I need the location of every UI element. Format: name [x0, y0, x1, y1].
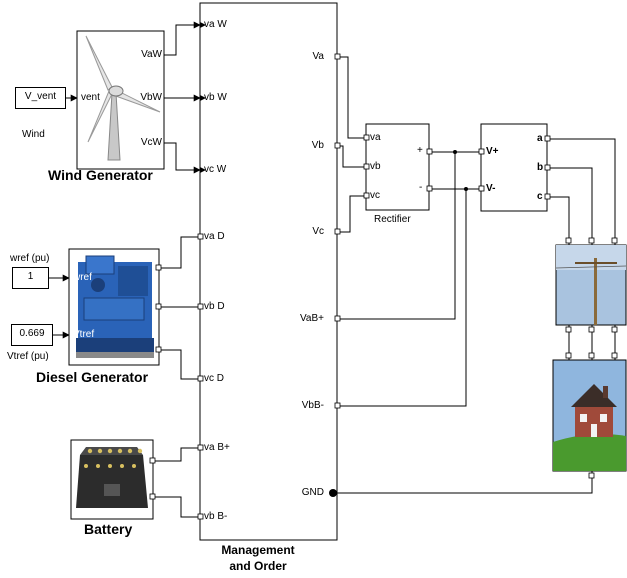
- mgmt-out-vbb: VbB-: [301, 400, 324, 411]
- inverter-in-minus: V-: [486, 183, 496, 194]
- wind-speed-constant[interactable]: V_vent: [15, 87, 66, 109]
- mgmt-port-va-w: va W: [204, 19, 227, 30]
- mgmt-port-vb-d: vb D: [204, 301, 225, 312]
- management-title-line2: and Order: [229, 559, 287, 573]
- wind-generator-title: Wind Generator: [48, 167, 153, 183]
- wind-input-port-label: vent: [81, 92, 100, 103]
- mgmt-port-vb-b: vb B-: [204, 511, 228, 522]
- rectifier-out-plus: +: [417, 145, 423, 156]
- wind-constant-caption: Wind: [22, 129, 45, 140]
- mgmt-out-vab: VaB+: [300, 313, 324, 324]
- wind-output-vc-label: VcW: [140, 137, 162, 148]
- inverter-out-b: b: [537, 162, 544, 173]
- management-title-line1: Management: [221, 543, 295, 557]
- rectifier-block[interactable]: [365, 123, 430, 211]
- vtref-caption: Vtref (pu): [7, 351, 49, 362]
- mgmt-port-vc-d: vc D: [204, 373, 224, 384]
- wref-caption: wref (pu): [10, 253, 50, 264]
- inverter-out-a: a: [537, 133, 543, 144]
- rectifier-out-minus: -: [419, 182, 423, 193]
- inverter-block[interactable]: [480, 123, 548, 212]
- inverter-in-plus: V+: [486, 146, 499, 157]
- diesel-generator-title: Diesel Generator: [36, 369, 149, 385]
- diesel-generator-icon: [68, 248, 160, 366]
- rectifier-in-va: va: [370, 132, 381, 143]
- vtref-constant[interactable]: 0.669: [11, 324, 53, 346]
- diesel-vtref-port-label: Vtref: [73, 329, 95, 340]
- mgmt-out-gnd: GND: [301, 487, 324, 498]
- battery-title: Battery: [84, 521, 133, 537]
- mgmt-port-va-d: va D: [204, 231, 225, 242]
- wind-turbine-icon: [76, 30, 165, 170]
- battery-icon: [70, 439, 154, 520]
- mgmt-port-vc-w: vc W: [204, 164, 227, 175]
- management-block[interactable]: [199, 2, 338, 541]
- inverter-out-c: c: [537, 191, 543, 202]
- rectifier-in-vb: vb: [370, 161, 381, 172]
- diesel-wref-port-label: wref: [73, 272, 92, 283]
- rectifier-in-vc: vc: [370, 190, 380, 201]
- house-icon: [552, 359, 627, 472]
- mgmt-out-vb: Vb: [311, 140, 324, 151]
- rectifier-title: Rectifier: [374, 214, 411, 225]
- power-line-icon: [555, 244, 627, 326]
- mgmt-out-vc: Vc: [312, 226, 324, 237]
- mgmt-out-va: Va: [312, 51, 325, 62]
- wref-constant[interactable]: 1: [12, 267, 49, 289]
- mgmt-port-va-b: va B+: [204, 442, 230, 453]
- wind-output-va-label: VaW: [141, 49, 162, 60]
- mgmt-port-vb-w: vb W: [204, 92, 227, 103]
- wind-output-vb-label: VbW: [140, 92, 162, 103]
